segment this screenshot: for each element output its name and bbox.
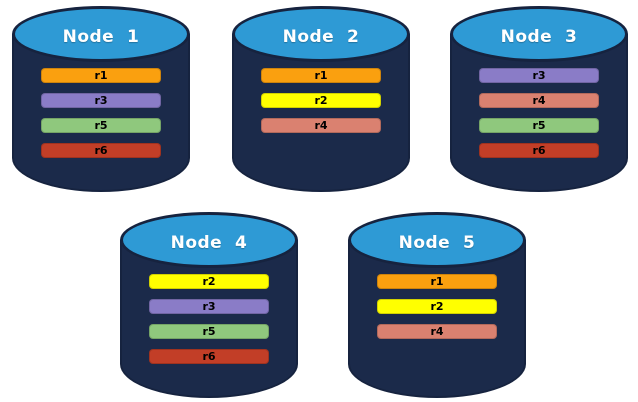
replica-bar-r1: r1 <box>41 68 161 83</box>
replica-bar-r3: r3 <box>149 299 269 314</box>
replica-list: r2 r3 r5 r6 <box>120 274 298 364</box>
node-title: Node 3 <box>500 27 578 47</box>
database-node-3: Node 3 r3 r4 r5 r6 <box>450 6 628 192</box>
cylinder-top-ellipse: Node 5 <box>348 212 526 268</box>
replica-bar-r2: r2 <box>377 299 497 314</box>
replica-bar-r3: r3 <box>41 93 161 108</box>
database-node-5: Node 5 r1 r2 r4 <box>348 212 526 398</box>
cylinder-top-ellipse: Node 1 <box>12 6 190 62</box>
replica-bar-r1: r1 <box>377 274 497 289</box>
cylinder-top-ellipse: Node 4 <box>120 212 298 268</box>
replica-bar-r6: r6 <box>149 349 269 364</box>
replica-bar-r2: r2 <box>261 93 381 108</box>
node-title: Node 2 <box>282 27 360 47</box>
replica-bar-r5: r5 <box>479 118 599 133</box>
replica-bar-r4: r4 <box>377 324 497 339</box>
replica-list: r1 r3 r5 r6 <box>12 68 190 158</box>
cylinder-top-ellipse: Node 3 <box>450 6 628 62</box>
replica-bar-r1: r1 <box>261 68 381 83</box>
replica-bar-r4: r4 <box>479 93 599 108</box>
replica-bar-r5: r5 <box>41 118 161 133</box>
replica-list: r3 r4 r5 r6 <box>450 68 628 158</box>
replica-bar-r4: r4 <box>261 118 381 133</box>
database-node-4: Node 4 r2 r3 r5 r6 <box>120 212 298 398</box>
replica-bar-r5: r5 <box>149 324 269 339</box>
replica-list: r1 r2 r4 <box>232 68 410 133</box>
node-title: Node 5 <box>398 233 476 253</box>
replica-list: r1 r2 r4 <box>348 274 526 339</box>
replica-bar-r6: r6 <box>479 143 599 158</box>
node-title: Node 1 <box>62 27 140 47</box>
replica-bar-r2: r2 <box>149 274 269 289</box>
database-node-1: Node 1 r1 r3 r5 r6 <box>12 6 190 192</box>
node-title: Node 4 <box>170 233 248 253</box>
replica-bar-r3: r3 <box>479 68 599 83</box>
cylinder-top-ellipse: Node 2 <box>232 6 410 62</box>
database-node-2: Node 2 r1 r2 r4 <box>232 6 410 192</box>
replica-bar-r6: r6 <box>41 143 161 158</box>
